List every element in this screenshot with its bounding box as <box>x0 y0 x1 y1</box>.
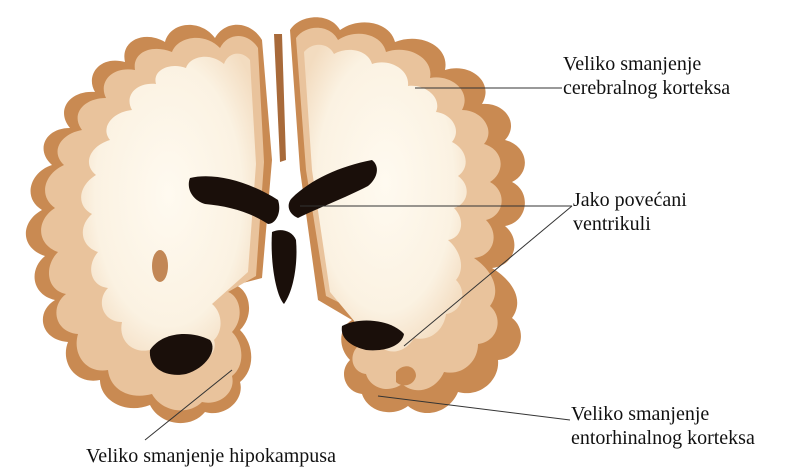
leader-line-entorhinal <box>378 396 570 420</box>
label-ventricles: Jako povećani ventrikuli <box>573 188 687 236</box>
label-entorhinal-cortex-line2: entorhinalnog korteksa <box>571 426 755 450</box>
label-cerebral-cortex-line2: cerebralnog korteksa <box>563 76 730 100</box>
hippocampus-left <box>152 250 168 282</box>
label-entorhinal-cortex: Veliko smanjenje entorhinalnog korteksa <box>571 402 755 450</box>
label-hippocampus: Veliko smanjenje hipokampusa <box>86 444 336 468</box>
label-ventricles-line1: Jako povećani <box>573 188 687 212</box>
longitudinal-fissure <box>274 34 286 162</box>
label-ventricles-line2: ventrikuli <box>573 212 687 236</box>
label-cerebral-cortex-line1: Veliko smanjenje <box>563 52 730 76</box>
label-cerebral-cortex: Veliko smanjenje cerebralnog korteksa <box>563 52 730 100</box>
label-entorhinal-cortex-line1: Veliko smanjenje <box>571 402 755 426</box>
third-ventricle <box>272 230 297 304</box>
